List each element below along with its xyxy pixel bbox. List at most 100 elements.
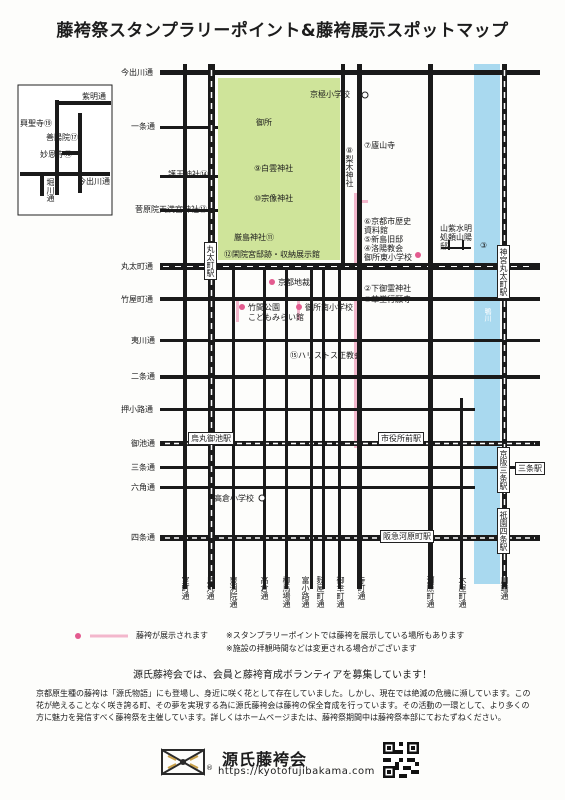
kamo-river [474,64,500,584]
road-kawaramachi [428,64,433,589]
road-yanaginobamba [285,270,288,589]
inset-label-imadegawa: 今出川通 [78,177,110,186]
road-tominokoji [310,270,313,589]
inset-road-ns-2 [78,113,82,193]
place-nashinoki: ⑧梨木神社 [345,146,354,187]
station-karasuma-oike: 烏丸御池駅 [188,432,234,445]
recruit-message: 源氏藤袴会では、会員と藤袴育成ボランティアを募集しています！ [132,670,433,681]
place-kamogawa: 鴨川 [484,308,492,322]
place-goshominami: 御所南小学校 [305,303,353,312]
place-point3: ③ [480,241,488,250]
road-sanshisui-2 [448,240,450,250]
road-kiyamachi [460,398,463,589]
place-shimogoryo: ②下御霊神社 [364,284,412,293]
gosho-park [218,78,340,260]
place-itsukushima: 厳島神社⑪ [234,233,274,242]
road-label-oshikoji: 押小路通 [121,405,153,414]
station-sanjo: 三条駅 [515,462,545,475]
place-sanshisui: 山紫水明処頼山陽邸 [440,224,472,251]
place-rekishi: ⑥京都市歴史資料館 [364,217,412,235]
road-gokomachi [338,270,341,589]
road-label-higashinotoin: 東洞院通 [229,576,238,608]
map-canvas [17,64,540,639]
legend-note-1: ※スタンプラリーポイントでは藤袴を展示している場所もあります [226,631,465,640]
road-label-nijo: 二条通 [131,372,155,381]
road-sanjo [160,466,540,469]
road-imadegawa [160,70,540,75]
station-marutamachi: 丸太町駅 [204,242,217,280]
place-hakuun: ⑨白雲神社 [254,164,294,173]
road-label-muromachi: 室町通 [181,576,190,600]
road-nijo [160,375,540,379]
inset-road-imadegawa [20,172,110,176]
station-kawaramachi: 阪急河原町駅 [380,530,434,543]
place-gyoganji: ①革堂行願寺 [364,295,412,304]
road-label-sanjo: 三条通 [131,463,155,472]
road-label-kawaramachi: 河原町通 [426,576,435,608]
road-label-shijo: 四条通 [131,533,155,542]
station-keihan-sanjo: 京阪三条駅 [497,447,510,493]
road-higashinotoin [232,270,235,589]
exhibit-line-teramachi-south [354,298,358,448]
inset-road-ns-3 [40,174,44,196]
station-gion: 祇園四条駅 [497,508,510,554]
inset-label-hoyoin: 善陽院⑰ [46,133,78,142]
road-fuyacho [322,270,325,589]
road-label-imadegawa: 今出川通 [121,68,153,77]
exhibit-line-teramachi-north [354,193,358,263]
qr-code-icon[interactable] [383,742,419,778]
road-marutamachi [160,263,540,270]
road-label-karasuma: 烏丸通 [206,576,215,600]
page-title: 藤袴祭スタンプラリーポイント&藤袴展示スポットマップ [56,21,509,41]
kamon-logo-icon [161,748,205,776]
road-label-ebisugawa: 夷川通 [131,336,155,345]
road-goo [160,175,218,178]
road-label-teramachi: 寺町通 [357,576,366,600]
place-gosho: 御所 [256,118,272,127]
road-label-takeyamachi: 竹屋町通 [121,295,153,304]
place-goshohigashi: 御所東小学校 [364,253,412,262]
place-rakuyo: ④洛陽教会 [364,244,404,253]
road-ichijo [160,126,218,129]
road-label-goo: 護王神社⑭ [168,170,208,179]
road-sanshisui-3 [462,240,464,250]
station-shiyakusho: 市役所前駅 [378,432,424,445]
legend-marker [75,633,81,639]
place-kodomo: こどもみらい館 [248,313,304,322]
marker-kyogoku [361,91,369,99]
road-label-oike: 御池通 [131,439,155,448]
road-takeyamachi [160,297,540,301]
inset-label-myoonji: 妙恩寺⑱ [40,150,72,159]
legend-line [90,634,128,638]
road-gosho-east [341,64,345,270]
place-munakata: ⑩宗像神社 [254,194,294,203]
legend-note-2: ※施設の拝観時間などは変更される場合がございます [226,644,417,653]
legend-marker-text: 藤袴が展示されます [136,631,208,640]
inset-road-ew-2 [62,151,78,155]
road-sugawara [160,209,218,212]
inset-label-horikawa: 堀川通 [46,178,55,202]
place-kankyu: ⑫閑院宮邸跡・収納展示館 [224,250,320,259]
logo-name: 源氏藤袴会 [222,750,308,769]
inset-label-kosho: 興聖寺⑲ [20,119,52,128]
road-label-sugawara: 菅原院天満宮神社⑬ [135,205,207,214]
marker-takakura-school [258,494,266,502]
inset-map-frame [17,84,113,216]
logo-url-link[interactable]: https://kyotofujibakama.com [218,766,375,777]
station-jingu: 神宮丸太町駅 [497,245,510,299]
marker-goshominami [296,304,302,310]
road-label-kiyamachi: 木屋町通 [458,576,467,608]
place-rozanji: ⑦廬山寺 [364,141,396,150]
road-label-fuyacho: 麩屋町通 [316,576,325,608]
road-label-tominokoji: 富小路通 [301,576,310,608]
road-rokkaku [160,486,475,489]
description-text: 京都原生種の藤袴は「源氏物語」にも登場し、身近に咲く花として存在していました。し… [36,689,531,722]
marker-goshohigashi [415,252,421,258]
place-kyogoku: 京極小学校 [310,90,350,99]
road-label-kawabata: 川端通 [500,576,509,600]
place-harisutosu: ⑮ハリストス正教会 [290,351,362,360]
road-label-ichijo: 一条通 [131,122,155,131]
place-takema: 竹間公園 [248,303,280,312]
inset-road-ns-1 [55,100,59,195]
place-niijima: ⑤新島旧邸 [364,235,404,244]
